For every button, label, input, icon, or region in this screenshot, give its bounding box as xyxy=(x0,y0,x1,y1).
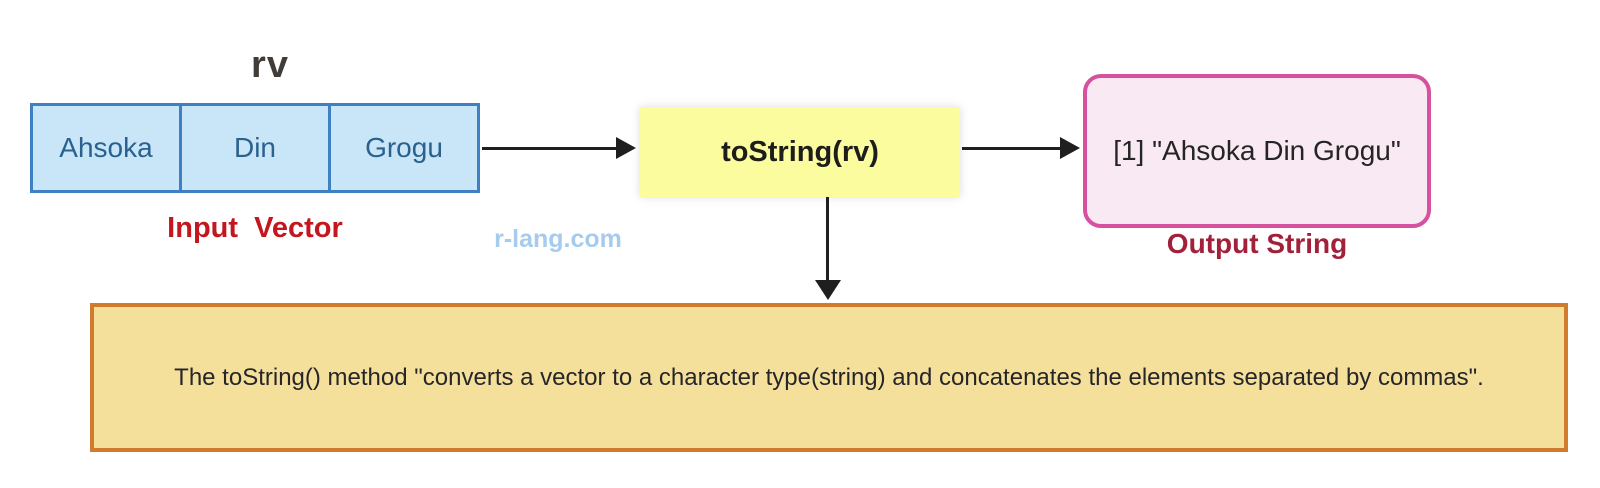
vector-name-label: rv xyxy=(251,44,289,86)
input-vector-caption: Input Vector xyxy=(167,212,343,244)
arrow-line-input-to-function xyxy=(482,147,618,150)
arrow-line-function-to-output xyxy=(962,147,1062,150)
watermark-text: r-lang.com xyxy=(494,225,622,253)
arrowhead-right-icon xyxy=(616,137,636,159)
description-note-box: The toString() method "converts a vector… xyxy=(90,303,1568,452)
vector-cell: Din xyxy=(179,106,328,190)
output-string-box: [1] "Ahsoka Din Grogu" xyxy=(1083,74,1431,228)
function-box: toString(rv) xyxy=(640,107,960,197)
output-string-caption: Output String xyxy=(1166,228,1348,259)
vector-cell: Ahsoka xyxy=(59,132,153,163)
arrowhead-right-icon xyxy=(1060,137,1080,159)
arrow-line-function-to-note xyxy=(826,197,829,281)
input-vector-table: Ahsoka Din Grogu xyxy=(30,103,480,193)
vector-cell: Grogu xyxy=(328,106,477,190)
arrowhead-down-icon xyxy=(815,280,841,300)
